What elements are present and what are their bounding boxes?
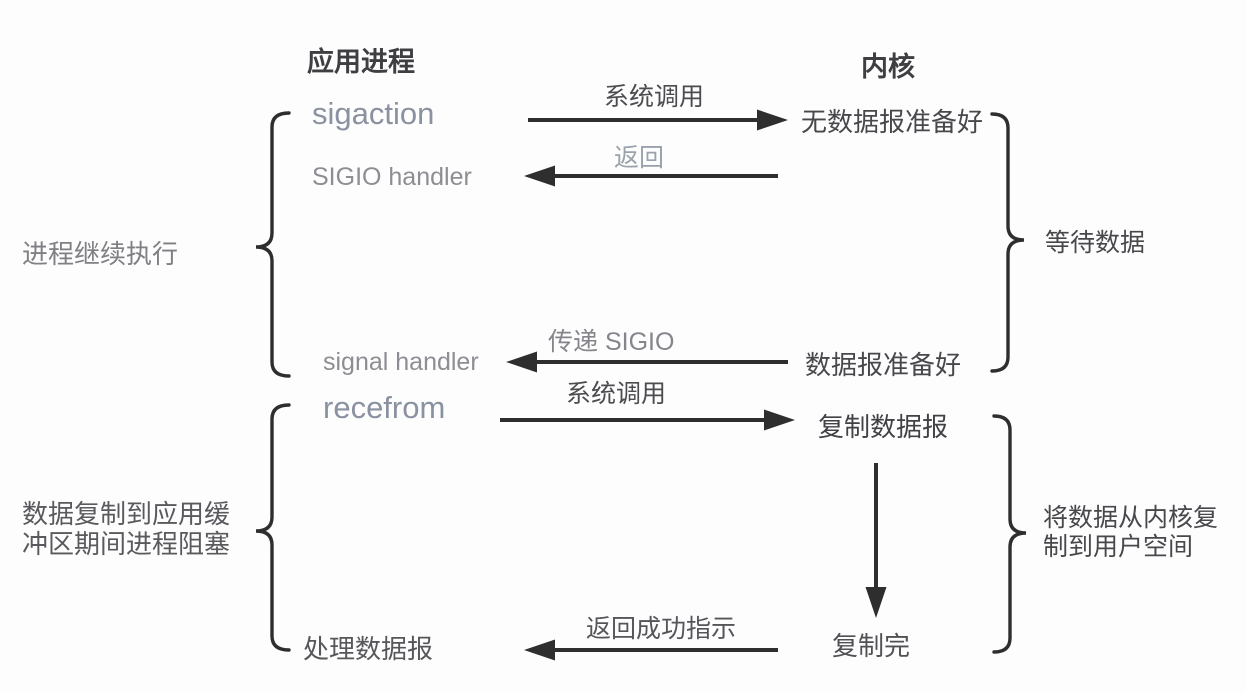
step-datagram-ready: 数据报准备好 (805, 350, 962, 380)
annotation-blocked-line2: 冲区期间进程阻塞 (22, 529, 231, 559)
annotation-wait-for-data: 等待数据 (1045, 229, 1146, 257)
annotation-copy-line2: 制到用户空间 (1043, 533, 1194, 561)
step-process-datagram: 处理数据报 (303, 634, 434, 664)
annotation-copy-kernel-to-user: 将数据从内核复 制到用户空间 (1043, 504, 1218, 562)
arrow-deliver-sigio (506, 351, 788, 373)
arrow-label-syscall-1: 系统调用 (604, 83, 705, 111)
annotation-process-continues: 进程继续执行 (22, 239, 179, 269)
step-sigio-handler: SIGIO handler (312, 163, 472, 191)
arrow-label-return-success: 返回成功指示 (586, 615, 737, 643)
step-no-datagram-ready: 无数据报准备好 (801, 107, 984, 137)
arrow-return (524, 165, 778, 187)
step-sigaction: sigaction (312, 96, 435, 131)
brace-copy-kernel-to-user (992, 414, 1027, 654)
app-process-header: 应用进程 (307, 47, 415, 77)
brace-blocked-during-copy (255, 403, 291, 652)
arrow-copy-progress (865, 463, 887, 618)
step-copy-done: 复制完 (832, 631, 911, 661)
step-signal-handler: signal handler (323, 348, 479, 376)
annotation-blocked-line1: 数据复制到应用缓 (22, 499, 231, 529)
annotation-copy-line1: 将数据从内核复 (1043, 504, 1219, 532)
arrow-label-syscall-2: 系统调用 (566, 380, 667, 408)
arrow-label-return: 返回 (614, 144, 665, 172)
arrow-syscall-1 (528, 109, 788, 131)
arrow-return-success (524, 639, 778, 661)
brace-process-continues (255, 111, 291, 378)
step-recefrom: recefrom (323, 390, 446, 425)
arrow-syscall-2 (500, 409, 795, 431)
arrow-label-deliver-sigio: 传递 SIGIO (548, 328, 675, 356)
step-copy-datagram: 复制数据报 (818, 412, 949, 442)
annotation-blocked-during-copy: 数据复制到应用缓 冲区期间进程阻塞 (22, 499, 230, 559)
kernel-header: 内核 (861, 52, 915, 82)
brace-wait-for-data (990, 112, 1025, 373)
